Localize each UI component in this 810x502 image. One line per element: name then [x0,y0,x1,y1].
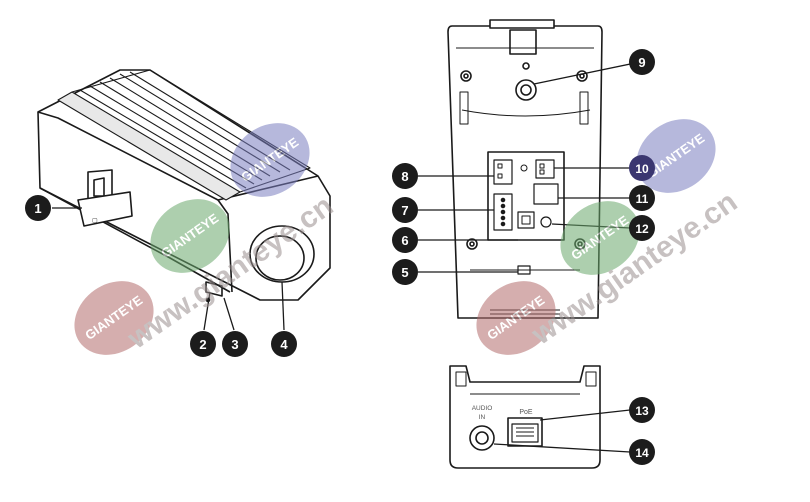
audio-in-jack [469,425,495,451]
audio-in-label-2: IN [479,414,486,421]
svg-text:6: 6 [401,233,408,248]
callout-11: 11 [629,185,655,211]
watermark-badge-4: GIANTEYE [636,119,716,193]
leader-lines-bottom [493,409,631,453]
tripod-mount [515,62,537,101]
watermark-badge-6: GIANTEYE [476,281,556,355]
svg-text:1: 1 [34,201,41,216]
svg-text:14: 14 [635,446,649,460]
svg-text:4: 4 [280,337,288,352]
callout-3: 3 [222,331,248,357]
callout-6: 6 [392,227,418,253]
poe-label: PoE [519,409,533,416]
callout-12: 12 [629,215,655,241]
callout-9: 9 [629,49,655,75]
svg-text:2: 2 [199,337,206,352]
callout-10: 10 [629,155,655,181]
camera-side-view: ▢ [37,69,331,303]
leader-lines-left [52,207,285,331]
callout-13: 13 [629,397,655,423]
connector-panel [487,151,565,241]
callout-5: 5 [392,259,418,285]
svg-text:13: 13 [635,404,649,418]
svg-text:9: 9 [638,55,645,70]
watermark-badge-1: GIANTEYE [230,123,310,197]
watermark-badge-3: GIANTEYE [74,281,154,355]
callout-2: 2 [190,331,216,357]
flip-cover [77,191,133,227]
svg-text:▢: ▢ [92,218,98,224]
svg-text:7: 7 [401,203,408,218]
camera-rear-view [447,19,603,319]
svg-text:8: 8 [401,169,408,184]
svg-text:11: 11 [636,192,649,206]
callout-4: 4 [271,331,297,357]
callout-1: 1 [25,195,51,221]
svg-text:3: 3 [231,337,238,352]
svg-text:10: 10 [635,162,649,176]
callout-7: 7 [392,197,418,223]
watermark-badge-5: GIANTEYE [560,201,640,275]
watermark-badge-2: GIANTEYE [150,199,230,273]
cable-module [449,365,601,469]
lens-inner [255,235,305,281]
audio-in-label-1: AUDIO [472,405,493,412]
callout-8: 8 [392,163,418,189]
svg-text:12: 12 [635,222,649,236]
svg-text:5: 5 [401,265,408,280]
callout-14: 14 [629,439,655,465]
